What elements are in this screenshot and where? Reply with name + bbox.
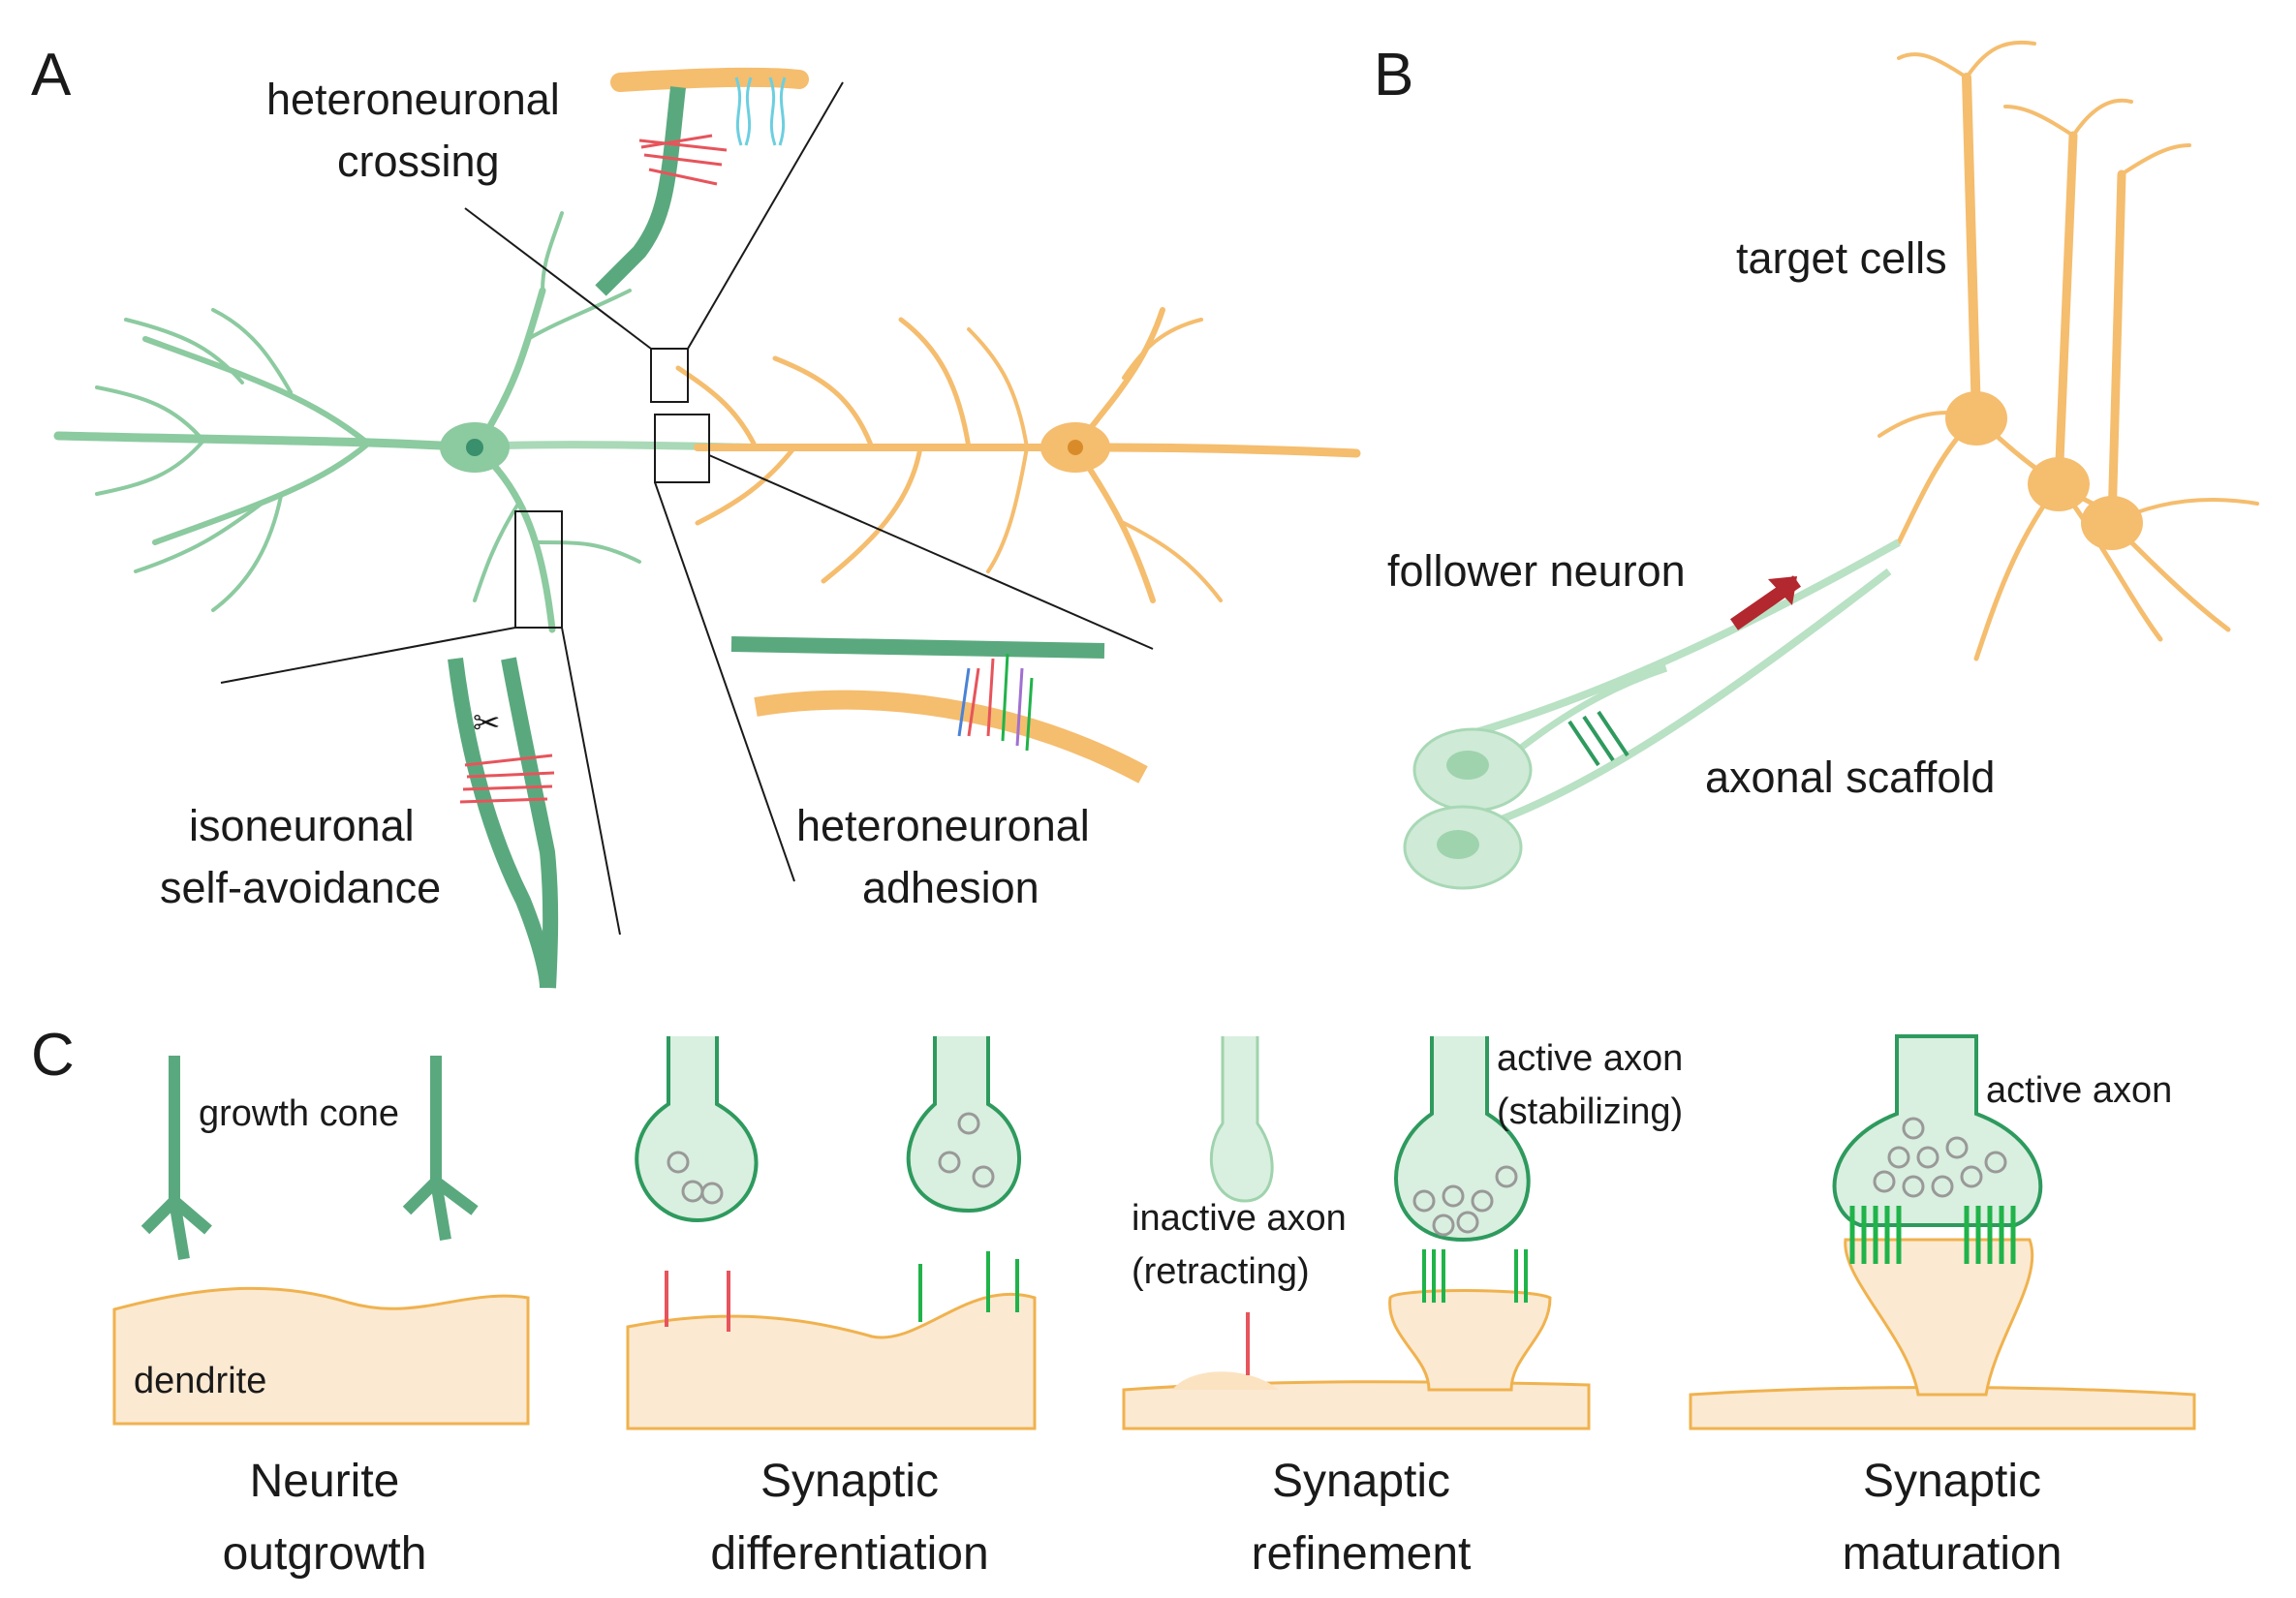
follower-neurons xyxy=(1403,538,1901,890)
label-inactive-1: inactive axon xyxy=(1132,1198,1347,1239)
caption-3-line-1: Synaptic xyxy=(1272,1456,1450,1507)
label-active-stab-1: active axon xyxy=(1497,1038,1683,1079)
growth-arrowhead xyxy=(1768,576,1797,605)
zoom-boxes xyxy=(220,81,1154,936)
target-soma-2 xyxy=(2028,457,2090,511)
label-scaffold: axonal scaffold xyxy=(1705,753,1995,802)
stage-maturation xyxy=(1689,1034,2196,1430)
inset-crossing xyxy=(595,67,809,296)
caption-1-line-2: outgrowth xyxy=(223,1528,427,1580)
label-self-avoidance-2: self-avoidance xyxy=(160,863,441,912)
inset-self-avoidance: ✂ xyxy=(448,657,559,989)
label-self-avoidance-1: isoneuronal xyxy=(189,801,415,850)
label-crossing-2: crossing xyxy=(337,137,500,186)
panel-label-b: B xyxy=(1374,42,1413,108)
orange-nucleus xyxy=(1068,440,1083,455)
label-target-cells: target cells xyxy=(1736,233,1947,283)
target-cells xyxy=(1877,40,2259,661)
label-dendrite: dendrite xyxy=(134,1361,266,1401)
stage-differentiation xyxy=(626,1036,1037,1430)
label-growth-cone: growth cone xyxy=(199,1093,399,1134)
label-adhesion-1: heteroneuronal xyxy=(796,801,1090,850)
label-inactive-2: (retracting) xyxy=(1132,1251,1310,1292)
caption-1-line-1: Neurite xyxy=(250,1456,400,1507)
target-soma-3 xyxy=(2081,496,2143,550)
label-active-stab-2: (stabilizing) xyxy=(1497,1091,1683,1132)
stage-outgrowth xyxy=(112,1056,530,1426)
orange-neuron xyxy=(675,307,1361,603)
green-neuron xyxy=(53,211,760,633)
caption-3-line-2: refinement xyxy=(1252,1528,1472,1580)
target-soma-1 xyxy=(1945,391,2007,446)
stage-refinement xyxy=(1122,1036,1591,1430)
caption-4-line-2: maturation xyxy=(1843,1528,2063,1580)
label-crossing-1: heteroneuronal xyxy=(266,75,560,124)
inset-adhesion xyxy=(730,636,1148,784)
caption-4-line-1: Synaptic xyxy=(1863,1456,2041,1507)
label-follower: follower neuron xyxy=(1387,546,1686,596)
caption-2-line-2: differentiation xyxy=(710,1528,988,1580)
label-adhesion-2: adhesion xyxy=(862,863,1039,912)
green-nucleus xyxy=(466,439,483,456)
svg-text:✂: ✂ xyxy=(473,705,501,742)
label-active-axon: active axon xyxy=(1986,1070,2172,1111)
panel-label-a: A xyxy=(31,42,72,108)
panel-label-c: C xyxy=(31,1022,75,1089)
caption-2-line-1: Synaptic xyxy=(760,1456,939,1507)
